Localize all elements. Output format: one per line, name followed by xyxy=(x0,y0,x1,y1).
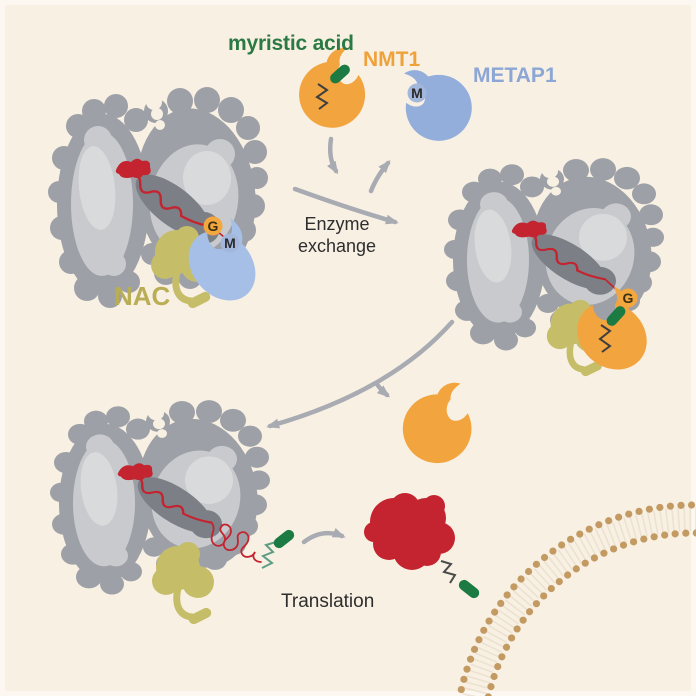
nac-label: NAC xyxy=(114,281,171,311)
arrow-enzyme-exchange xyxy=(292,186,399,225)
unfolded-nascent-chain-coil xyxy=(210,521,262,563)
membrane-bilayer xyxy=(456,501,696,696)
ribosome-complex-right: G xyxy=(442,156,667,384)
metap1-label: METAP1 xyxy=(473,64,557,87)
glycine-badge-right xyxy=(618,288,638,308)
translation-label: Translation xyxy=(281,591,375,612)
glycine-letter: G xyxy=(623,290,634,306)
methionine-badge-left xyxy=(220,233,240,253)
ribosome-complex-left: G M xyxy=(46,85,276,314)
folded-protein xyxy=(364,493,482,601)
lipid-dots-inner-leaflet xyxy=(484,529,696,696)
myristic-acid-label: myristic acid xyxy=(228,32,354,55)
myristoyl-linker-zigzag xyxy=(261,541,277,569)
lipid-dots-outer-leaflet xyxy=(456,501,696,696)
arrow-nmt1-down xyxy=(327,136,339,175)
glycine-badge-left xyxy=(203,216,223,236)
methionine-badge-top xyxy=(407,83,427,103)
methionine-letter: M xyxy=(224,235,236,251)
lipid-tails-band xyxy=(461,507,696,696)
glycine-letter: G xyxy=(208,218,219,234)
arrow-nmt1-release xyxy=(373,380,391,398)
nmt1-active-site-zigzag xyxy=(598,324,612,353)
myristoyl-anchor-zigzag xyxy=(440,560,457,584)
arrow-translation xyxy=(301,528,346,545)
myristic-acid-capsule-nascent xyxy=(271,527,297,551)
nmt1-active-site-zigzag xyxy=(315,83,329,110)
released-nmt1-enzyme xyxy=(398,381,475,467)
enzyme-exchange-label: Enzyme exchange xyxy=(297,214,377,256)
nmt1-label: NMT1 xyxy=(363,48,421,71)
metap1-enzyme-top: M xyxy=(397,59,478,147)
ribosome-complex-bottom xyxy=(48,398,297,626)
nmt1-enzyme-top xyxy=(288,44,373,136)
myristic-acid-capsule-protein xyxy=(456,577,482,601)
arrow-metap1-up xyxy=(368,159,391,194)
methionine-letter: M xyxy=(411,85,423,101)
